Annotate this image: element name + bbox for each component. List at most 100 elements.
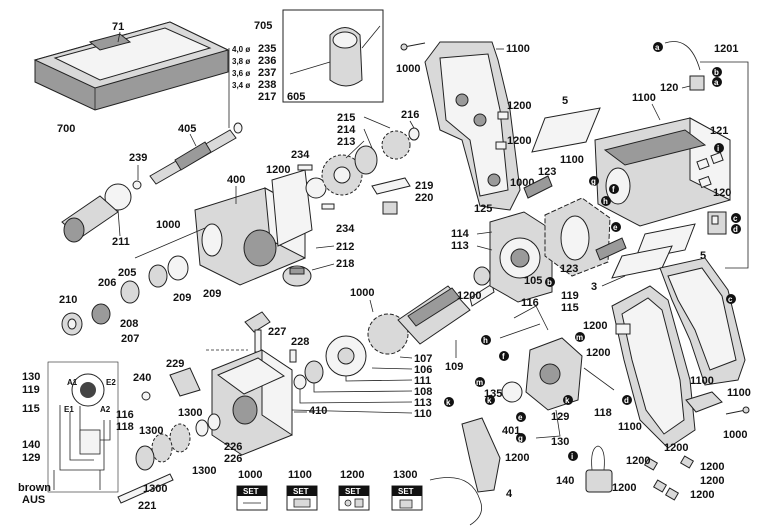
- callout-1000-screw: 1000: [156, 219, 180, 231]
- wiring-label-e1: E1: [64, 405, 74, 414]
- callout-5-bottom: 5: [700, 250, 706, 262]
- callout-216: 216: [401, 109, 419, 121]
- svg-text:m: m: [476, 378, 483, 387]
- callout-120-upper: 120: [660, 82, 678, 94]
- svg-text:1300: 1300: [393, 469, 417, 481]
- callout-123-top: 123: [538, 166, 556, 178]
- callout-228: 228: [291, 336, 309, 348]
- callout-116-schematic: 116: [116, 409, 134, 421]
- callout-111: 111: [414, 375, 431, 387]
- callout-205: 205: [118, 267, 136, 279]
- callout-208: 208: [120, 318, 138, 330]
- bubble-k-cord-left: k: [444, 397, 454, 407]
- wire-tag-bubbles: a b a i g f h e c d c b h f m m k e g d …: [444, 42, 741, 461]
- svg-text:i: i: [717, 144, 719, 153]
- callout-206: 206: [98, 277, 116, 289]
- svg-text:c: c: [728, 295, 733, 304]
- callout-215: 215: [337, 112, 355, 124]
- svg-text:k: k: [565, 396, 570, 405]
- set-legend-1300: 1300 SET: [391, 469, 423, 511]
- callout-130-switch: 130: [551, 436, 569, 448]
- svg-text:e: e: [518, 413, 523, 422]
- wiring-label-e2: E2: [106, 378, 116, 387]
- callout-1100-stator: 1100: [632, 92, 656, 104]
- wiring-label-a1: A1: [67, 378, 78, 387]
- diameter-40: 4,0 ø: [232, 45, 250, 54]
- callout-238: 238: [258, 79, 276, 91]
- callout-1300-b: 1300: [139, 425, 163, 437]
- callout-1200-cord: 1200: [505, 452, 529, 464]
- callout-226-b: 226: [224, 453, 242, 465]
- bubble-e-switch: e: [516, 412, 526, 422]
- screw-1000-handle: [725, 406, 750, 415]
- callout-brown: brown: [18, 482, 51, 494]
- callout-140-schematic: 140: [22, 439, 40, 451]
- diameter-38: 3,8 ø: [232, 57, 250, 66]
- svg-text:SET: SET: [293, 487, 309, 496]
- bearing-stack: [61, 255, 189, 336]
- callout-1200-armature: 1200: [457, 290, 481, 302]
- callout-217: 217: [258, 91, 276, 103]
- svg-text:e: e: [613, 223, 618, 232]
- bubble-b-top: b: [712, 67, 722, 77]
- callout-1200-hw-d: 1200: [700, 475, 724, 487]
- diameter-36: 3,6 ø: [232, 69, 250, 78]
- callout-210: 210: [59, 294, 77, 306]
- callout-1300-c: 1300: [192, 465, 216, 477]
- callout-221: 221: [138, 500, 156, 512]
- callout-115-switch: 115: [561, 302, 579, 314]
- svg-text:a: a: [655, 43, 660, 52]
- callout-227: 227: [268, 326, 286, 338]
- callout-105: 105: [524, 275, 542, 287]
- callout-1100-handle-c: 1100: [618, 421, 642, 433]
- callout-114: 114: [451, 228, 470, 240]
- callout-1100-handle-a: 1100: [690, 375, 714, 387]
- callout-119-schematic: 119: [22, 384, 40, 396]
- wiring-schematic: A1 E2 E1 A2: [47, 361, 119, 493]
- main-switch: [501, 337, 615, 439]
- bubble-k-switch: k: [563, 395, 573, 405]
- callout-121: 121: [710, 125, 728, 137]
- callout-130-schematic: 130: [22, 371, 40, 383]
- stator-housing: [594, 117, 731, 227]
- set-legend-1100: 1100 SET: [286, 469, 318, 511]
- callout-234-bottom: 234: [336, 223, 355, 235]
- handle-cover: [685, 391, 723, 413]
- callout-1200-hw-a: 1200: [626, 455, 650, 467]
- bubble-d-holder: d: [731, 224, 741, 234]
- svg-text:1100: 1100: [288, 469, 312, 481]
- callout-4: 4: [506, 488, 513, 500]
- bubble-h-switch: h: [481, 335, 491, 345]
- callout-1200-housing-b: 1200: [507, 135, 531, 147]
- svg-text:SET: SET: [243, 487, 259, 496]
- svg-text:1200: 1200: [340, 469, 364, 481]
- bubble-c-holder: c: [731, 213, 741, 223]
- loose-hardware: [643, 455, 695, 501]
- bubble-i-capacitor: i: [568, 451, 578, 461]
- callout-1200-housing-a: 1200: [507, 100, 531, 112]
- svg-text:g: g: [518, 434, 523, 443]
- depth-stop-parts: [141, 311, 297, 401]
- diameter-34: 3,4 ø: [232, 81, 250, 90]
- callout-129-schematic: 129: [22, 452, 40, 464]
- callout-1200-hw-c: 1200: [612, 482, 636, 494]
- gear-set: [297, 127, 420, 210]
- bubble-b-switch: b: [545, 277, 555, 287]
- bubble-h-field: h: [601, 196, 611, 206]
- svg-text:SET: SET: [345, 487, 361, 496]
- callout-239: 239: [129, 152, 147, 164]
- callout-119-switch: 119: [561, 290, 579, 302]
- callout-236: 236: [258, 55, 276, 67]
- callout-106: 106: [414, 364, 432, 376]
- cord-sleeve: [429, 417, 501, 526]
- callout-605: 605: [287, 91, 305, 103]
- callout-109: 109: [445, 361, 463, 373]
- bubble-d-switch: d: [622, 395, 632, 405]
- callout-240: 240: [133, 372, 151, 384]
- lower-gear-case: [206, 349, 293, 456]
- callout-116-switch: 116: [521, 297, 539, 309]
- svg-text:f: f: [612, 185, 615, 194]
- svg-text:d: d: [733, 225, 738, 234]
- switch-lead: [664, 41, 749, 269]
